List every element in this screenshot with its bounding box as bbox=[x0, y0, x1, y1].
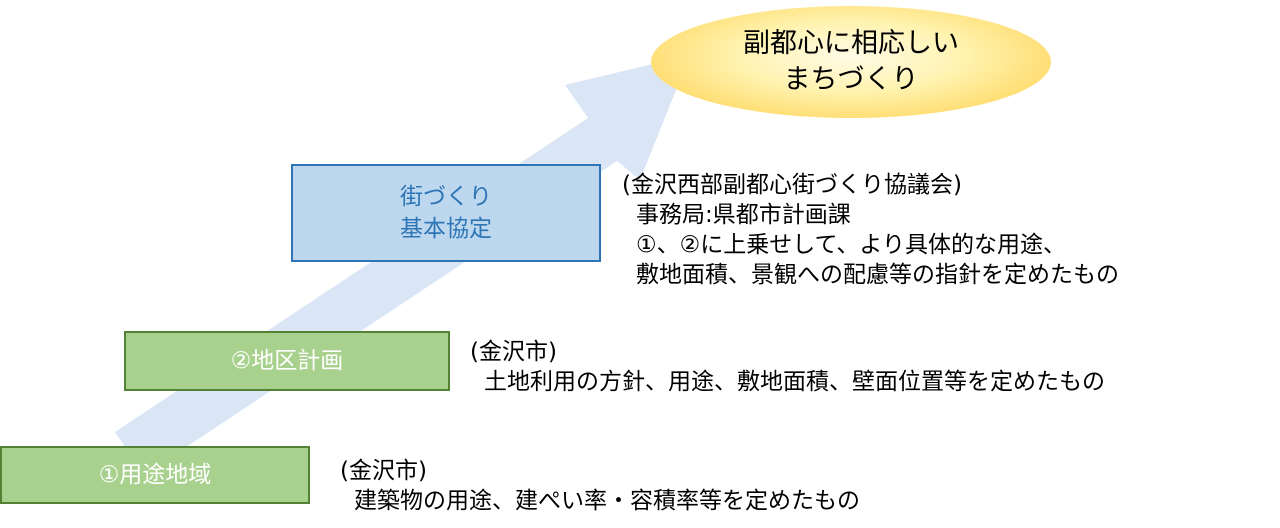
step-3-org: (金沢西部副都心街づくり協議会) bbox=[622, 172, 962, 198]
step-1-label: ①用途地域 bbox=[98, 462, 212, 488]
goal-text-line1: 副都心に相応しい bbox=[743, 28, 959, 59]
step-2-description: (金沢市) 土地利用の方針、用途、敷地面積、壁面位置等を定めたもの bbox=[470, 337, 1105, 397]
step-3-desc-line1: ①、②に上乗せして、より具体的な用途、 bbox=[636, 232, 1066, 258]
step-2-label: ②地区計画 bbox=[230, 348, 344, 374]
arrow-shape bbox=[115, 55, 690, 475]
step-1-desc: 建築物の用途、建ぺい率・容積率等を定めたもの bbox=[354, 488, 860, 514]
step-3-description: (金沢西部副都心街づくり協議会) 事務局:県都市計画課 ①、②に上乗せして、より… bbox=[622, 170, 1119, 290]
step-1-description: (金沢市) 建築物の用途、建ぺい率・容積率等を定めたもの bbox=[340, 456, 860, 516]
goal-text-line2: まちづくり bbox=[783, 64, 919, 95]
step-3-desc-line2: 敷地面積、景観への配慮等の指針を定めたもの bbox=[636, 262, 1119, 288]
step-2-box: ②地区計画 bbox=[124, 331, 450, 391]
step-3-office: 事務局:県都市計画課 bbox=[636, 202, 851, 228]
step-1-box: ①用途地域 bbox=[0, 446, 310, 504]
step-1-org: (金沢市) bbox=[340, 458, 427, 484]
step-3-label-line1: 街づくり bbox=[400, 184, 492, 210]
step-2-desc: 土地利用の方針、用途、敷地面積、壁面位置等を定めたもの bbox=[484, 369, 1105, 395]
step-3-label-line2: 基本協定 bbox=[400, 216, 492, 242]
goal-ellipse: 副都心に相応しい まちづくり bbox=[651, 6, 1051, 118]
step-3-box: 街づくり 基本協定 bbox=[291, 164, 601, 262]
step-2-org: (金沢市) bbox=[470, 339, 557, 365]
